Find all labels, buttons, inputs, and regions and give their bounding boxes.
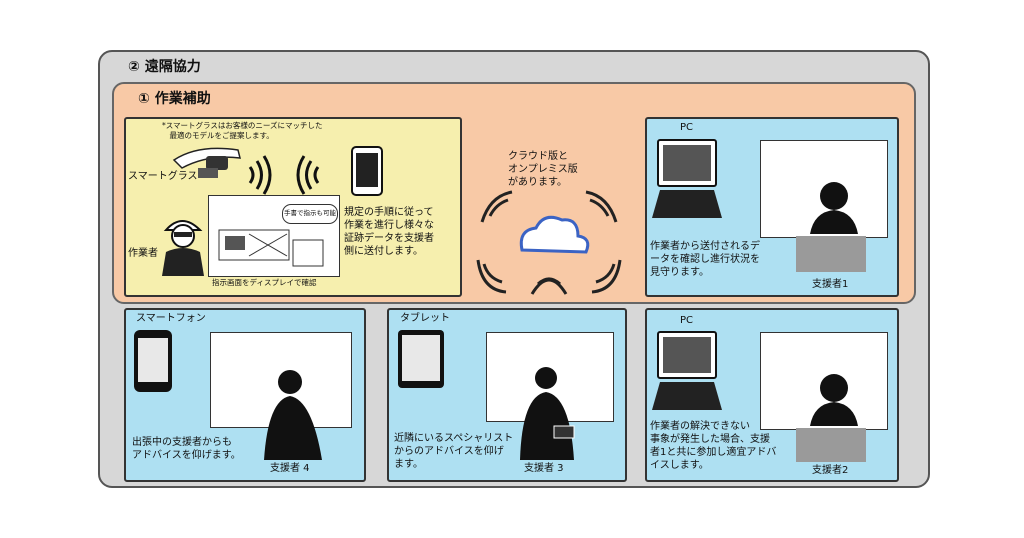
worker-description: 規定の手順に従って 作業を進行し様々な 証跡データを支援者 側に送付します。 — [344, 207, 434, 257]
section-title: ② 遠隔協力 — [128, 59, 201, 75]
smart-glasses-icon — [172, 147, 241, 178]
supporter1-device: PC — [680, 122, 694, 133]
worker-icon — [162, 220, 204, 276]
supporter4-name: 支援者 4 — [270, 463, 310, 474]
supporter2-laptop-back — [796, 428, 866, 462]
supporter1-description: 作業者から送付されるデ ータを確認し進行状況を 見守ります。 — [650, 241, 760, 278]
glasses-label: スマートグラス — [128, 171, 198, 182]
businessman-tablet-icon — [520, 367, 575, 460]
supporter4-description: 出張中の支援者からも アドバイスを仰げます。 — [132, 437, 241, 461]
laptop-icon — [652, 139, 722, 218]
cloud-description: クラウド版と オンプレミス版 があります。 — [508, 151, 578, 188]
supporter3-description: 近隣にいるスペシャリスト からのアドバイスを仰げ ます。 — [394, 433, 514, 470]
supporter2-name: 支援者2 — [812, 465, 849, 476]
supporter1-laptop-back — [796, 236, 866, 272]
operator-headset-icon — [810, 374, 858, 426]
screen-caption: 指示画面をディスプレイで確認 — [212, 278, 317, 287]
smartphone-icon — [351, 146, 383, 196]
supporter3-name: 支援者 3 — [524, 463, 564, 474]
signal-right-icon — [248, 155, 272, 195]
operator-headset-icon — [810, 182, 858, 234]
supporter1-name: 支援者1 — [812, 279, 849, 290]
supporter4-device: スマートフォン — [136, 313, 206, 324]
supporter2-device: PC — [680, 315, 694, 326]
tablet-icon — [398, 330, 444, 388]
subsection-title: ① 作業補助 — [138, 91, 211, 107]
person-phone-icon — [264, 370, 322, 460]
supporter2-description: 作業者の解決できない 事象が発生した場合、支援 者1と共に参加し適宜アドバ イス… — [650, 421, 777, 471]
instruction-bubble: 手書で指示も可能 — [284, 209, 336, 217]
supporter3-device: タブレット — [400, 313, 450, 324]
worker-label: 作業者 — [128, 248, 158, 259]
glasses-note: *スマートグラスはお客様のニーズにマッチした 最適のモデルをご提案します。 — [162, 121, 323, 140]
cloud-icon — [476, 190, 622, 295]
laptop-icon — [652, 331, 722, 410]
smartphone-icon — [134, 330, 172, 392]
signal-left-icon — [296, 155, 320, 195]
